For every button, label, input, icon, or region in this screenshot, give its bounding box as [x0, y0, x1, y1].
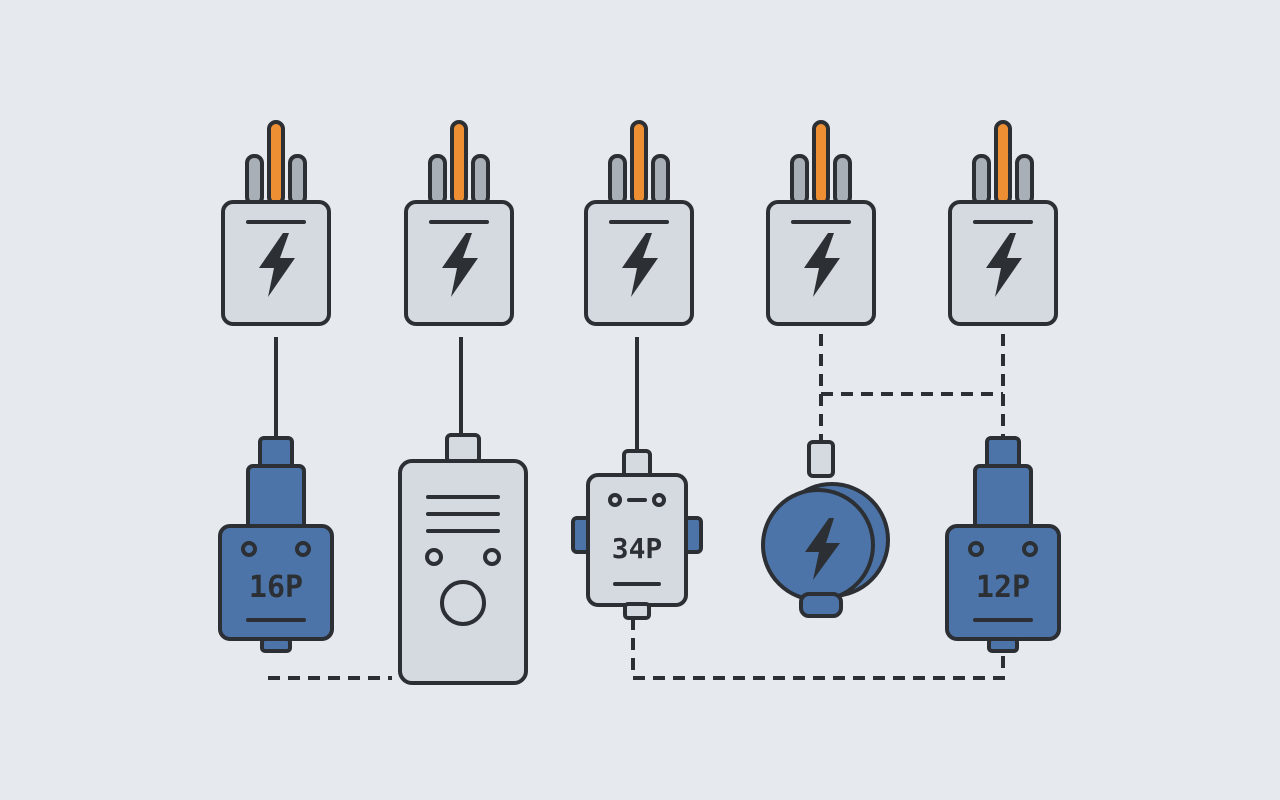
connector-hole-icon: [295, 541, 311, 557]
lightning-bolt-icon: [986, 233, 1022, 297]
indicator-dot-icon: [608, 493, 622, 507]
connector-pin-label: 16P: [249, 570, 303, 605]
wire-dashed-34p-to-12p: [631, 618, 1005, 680]
module-pin-label: 34P: [612, 532, 663, 565]
charger-prongs: [245, 120, 307, 206]
lightning-bolt-icon: [259, 233, 295, 297]
lightning-bolt-icon: [622, 233, 658, 297]
indicator-dot-icon: [425, 548, 443, 566]
round-adapter: [761, 440, 890, 618]
connector-16p: 16P: [218, 436, 334, 653]
charger-prongs: [428, 120, 490, 206]
power-bank-body: [398, 459, 528, 685]
power-bank: [398, 433, 528, 685]
module-34p: 34P: [571, 449, 703, 620]
connector-hole-icon: [241, 541, 257, 557]
charger-3: [584, 120, 694, 326]
charger-prongs: [790, 120, 852, 206]
lightning-bolt-icon: [442, 233, 478, 297]
indicator-dot-icon: [483, 548, 501, 566]
connector-pin-label: 12P: [976, 570, 1030, 605]
charger-prongs: [608, 120, 670, 206]
connector-12p: 12P: [945, 436, 1061, 653]
charger-5: [948, 120, 1058, 326]
indicator-dot-icon: [652, 493, 666, 507]
connector-hole-icon: [1022, 541, 1038, 557]
wires: [268, 334, 1005, 680]
charger-prongs: [972, 120, 1034, 206]
charger-4: [766, 120, 876, 326]
lightning-bolt-icon: [804, 233, 840, 297]
connector-hole-icon: [968, 541, 984, 557]
lightning-bolt-icon: [805, 518, 840, 580]
charger-1: [221, 120, 331, 326]
charger-2: [404, 120, 514, 326]
power-button-icon: [440, 580, 486, 626]
